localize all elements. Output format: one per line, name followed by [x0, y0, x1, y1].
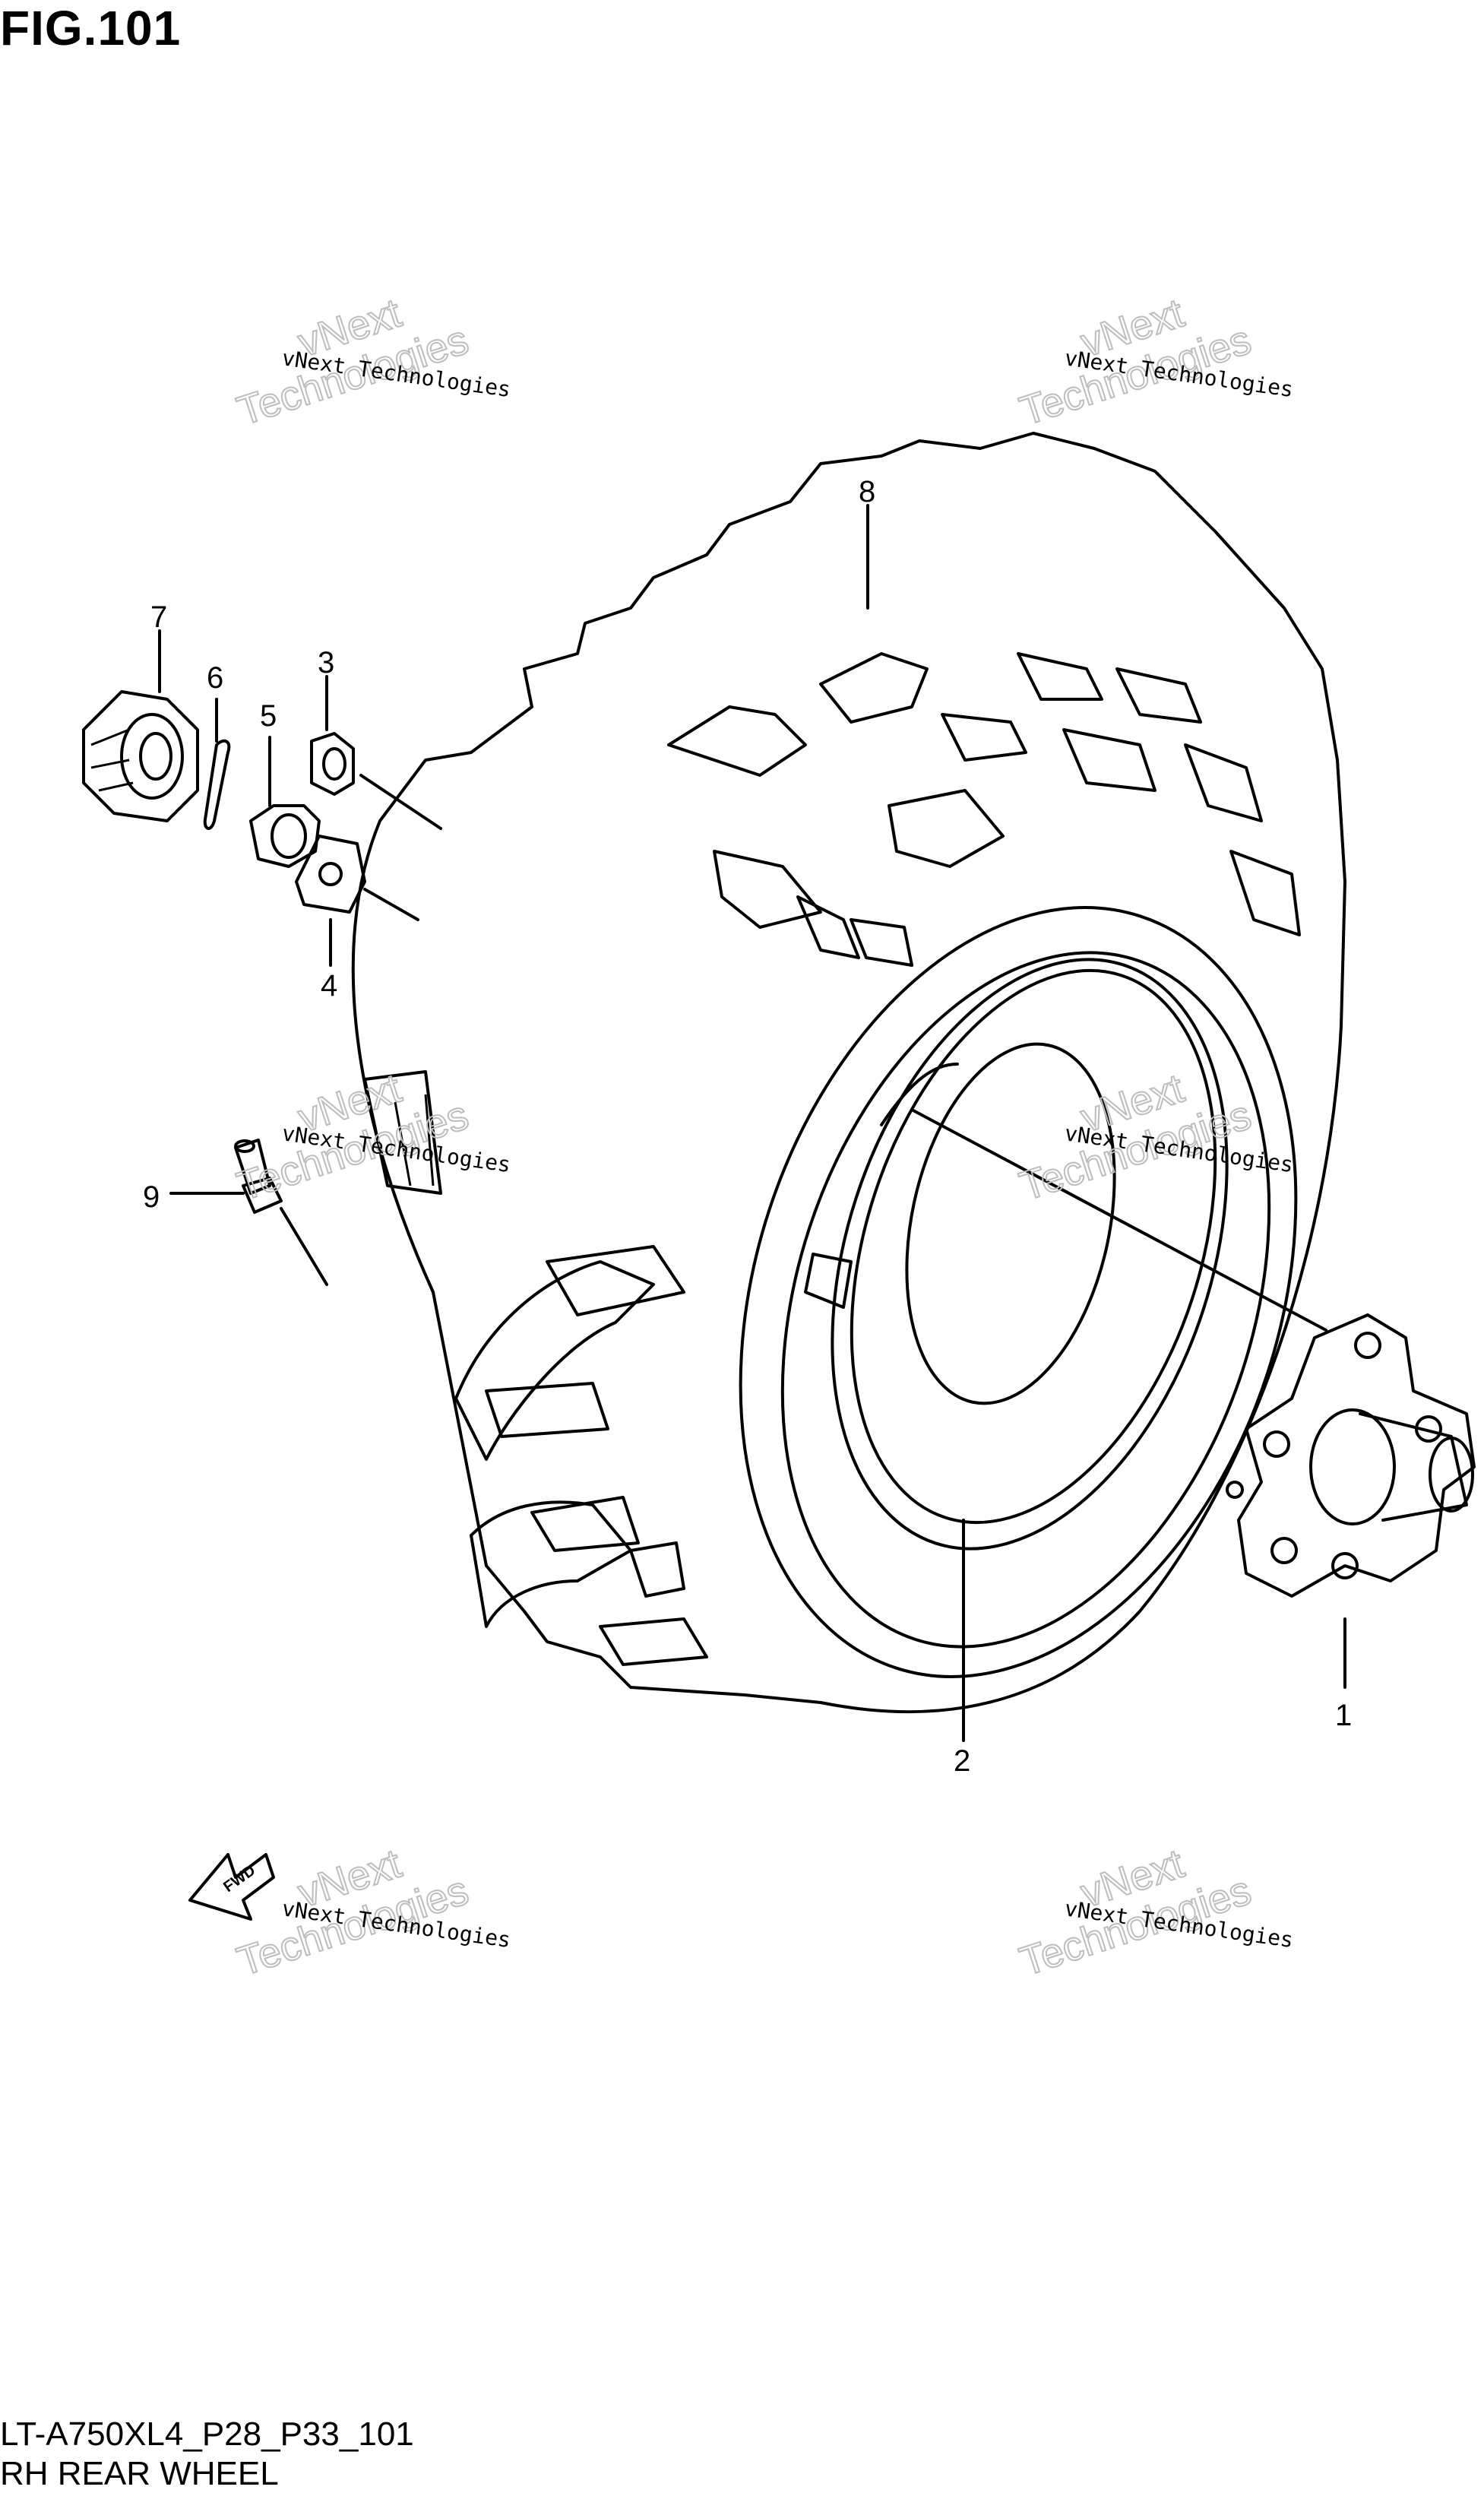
- rim-hub-disc: [905, 1042, 1116, 1405]
- watermark-bottom-left: vNext Technologies vNext Technologies: [231, 1840, 512, 1986]
- tread-block: [796, 895, 860, 959]
- callout-5: 5: [260, 699, 277, 733]
- rim-outer-lip: [831, 958, 1229, 1551]
- tread-block: [1115, 667, 1202, 724]
- tire-outline: [351, 432, 1346, 1714]
- wheel-nut: [310, 732, 355, 796]
- diagram-code: LT-A750XL4_P28_P33_101: [0, 2415, 414, 2453]
- tread-block: [1017, 652, 1103, 701]
- tread-block: [454, 1260, 655, 1461]
- tire-sidewall: [739, 906, 1298, 1678]
- tread-block: [850, 918, 913, 967]
- hub-boss: [1309, 1408, 1396, 1525]
- watermark-top-right: vNext Technologies vNext Technologies: [1014, 290, 1295, 436]
- wheel-hub: [1226, 1313, 1476, 1598]
- hub-bolt: [1263, 1430, 1290, 1458]
- tread-block: [713, 850, 822, 929]
- tread-block: [530, 1496, 640, 1552]
- tread-block: [1062, 728, 1157, 792]
- tread-block: [629, 1541, 685, 1598]
- watermark-middle-left: vNext Technologies vNext Technologies: [231, 1065, 512, 1211]
- callout-4: 4: [321, 969, 337, 1003]
- hub-shaft-end: [1429, 1437, 1474, 1513]
- rim-slot: [804, 1253, 853, 1309]
- tread-groove: [394, 1094, 435, 1186]
- hub-cap: [82, 690, 199, 822]
- tread-block: [888, 789, 1005, 868]
- callout-1: 1: [1335, 1699, 1352, 1732]
- hub-flange: [1237, 1313, 1476, 1598]
- callout-9: 9: [143, 1180, 160, 1214]
- rim-inner-lip: [850, 968, 1217, 1525]
- valve-stem: [234, 1139, 283, 1214]
- watermark-bottom-right: vNext Technologies vNext Technologies: [1014, 1840, 1295, 1986]
- watermark-top-left: vNext Technologies vNext Technologies: [231, 290, 512, 436]
- hub-bolt: [1331, 1552, 1359, 1579]
- cotter-pin: [203, 739, 231, 830]
- hub-bolt: [1270, 1537, 1298, 1564]
- tread-block: [819, 652, 929, 724]
- castle-nut: [249, 804, 321, 868]
- lock-washer: [295, 835, 366, 914]
- tread-block: [667, 705, 807, 777]
- figure-title: FIG.101: [0, 1, 182, 55]
- tread-block: [599, 1617, 708, 1666]
- hub-stud: [1226, 1481, 1244, 1499]
- diagram-caption: RH REAR WHEEL: [0, 2455, 279, 2492]
- rim-spoke-line: [880, 1063, 959, 1126]
- hub-bolt: [1354, 1332, 1381, 1359]
- hub-shaft: [1359, 1412, 1468, 1522]
- fwd-label: FWD: [220, 1862, 258, 1896]
- tire-assembly: [351, 432, 1346, 1714]
- callout-2: 2: [954, 1744, 970, 1778]
- watermark-middle-right: vNext Technologies vNext Technologies: [1014, 1065, 1295, 1211]
- tread-block: [546, 1245, 685, 1316]
- forward-arrow: FWD: [188, 1853, 275, 1921]
- tread-block: [363, 1070, 442, 1195]
- tread-block: [485, 1382, 609, 1438]
- callout-7: 7: [150, 600, 167, 634]
- callout-3: 3: [318, 646, 334, 679]
- leader-lines: [158, 504, 1346, 1742]
- callout-8: 8: [859, 475, 875, 508]
- tire-bead: [780, 951, 1271, 1649]
- tread-block: [1229, 850, 1301, 936]
- tread-block: [470, 1500, 632, 1628]
- tread-block: [1184, 743, 1263, 822]
- callout-6: 6: [207, 661, 223, 695]
- tread-block: [941, 713, 1027, 762]
